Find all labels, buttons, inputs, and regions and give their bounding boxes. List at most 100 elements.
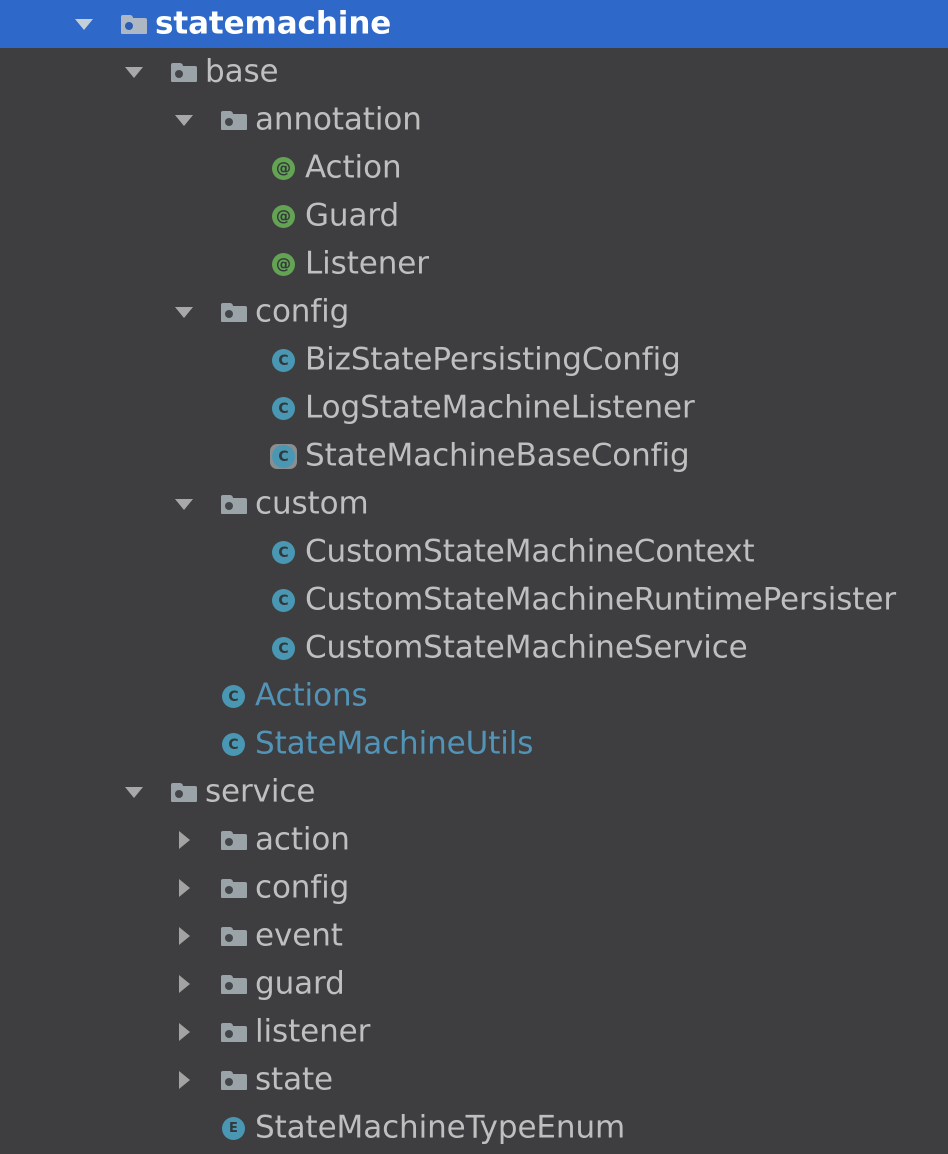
- tree-row[interactable]: listener: [0, 1008, 948, 1056]
- badge-glyph: @: [272, 157, 295, 180]
- folder-tab: [221, 303, 233, 308]
- tree-row-label: StateMachineTypeEnum: [255, 1109, 626, 1146]
- chevron-right-icon[interactable]: [172, 1068, 196, 1092]
- tree-row[interactable]: @ Action: [0, 144, 948, 192]
- badge-glyph: @: [272, 253, 295, 276]
- tree-row[interactable]: @ Listener: [0, 240, 948, 288]
- folder-tab: [221, 111, 233, 116]
- folder-icon: [220, 970, 248, 998]
- tree-row-label: Listener: [305, 245, 429, 282]
- chevron-down-icon[interactable]: [72, 12, 96, 36]
- triangle-shape: [125, 787, 143, 798]
- chevron-down-icon[interactable]: [122, 780, 146, 804]
- class-icon: C: [270, 538, 298, 566]
- badge-glyph: C: [272, 349, 295, 372]
- badge-glyph: @: [272, 205, 295, 228]
- chevron-right-icon[interactable]: [172, 876, 196, 900]
- tree-row[interactable]: event: [0, 912, 948, 960]
- folder-dot: [175, 790, 183, 798]
- folder-icon: [220, 106, 248, 134]
- tree-row[interactable]: config: [0, 288, 948, 336]
- folder-icon: [220, 874, 248, 902]
- badge-glyph: C: [272, 589, 295, 612]
- folder-dot: [225, 982, 233, 990]
- tree-row-label: CustomStateMachineService: [305, 629, 748, 666]
- tree-row[interactable]: action: [0, 816, 948, 864]
- folder-shape: [221, 831, 247, 850]
- tree-row-label: event: [255, 917, 343, 954]
- tree-row[interactable]: base: [0, 48, 948, 96]
- folder-icon: [170, 778, 198, 806]
- chevron-right-icon[interactable]: [172, 1020, 196, 1044]
- triangle-shape: [175, 499, 193, 510]
- folder-dot: [225, 1078, 233, 1086]
- tree-row[interactable]: C StateMachineBaseConfig: [0, 432, 948, 480]
- triangle-shape: [75, 19, 93, 30]
- folder-shape: [221, 1071, 247, 1090]
- tree-row-label: Guard: [305, 197, 400, 234]
- triangle-shape: [179, 975, 190, 993]
- triangle-shape: [179, 927, 190, 945]
- tree-row[interactable]: guard: [0, 960, 948, 1008]
- tree-row[interactable]: state: [0, 1056, 948, 1104]
- tree-row[interactable]: service: [0, 768, 948, 816]
- tree-row[interactable]: custom: [0, 480, 948, 528]
- folder-dot: [225, 502, 233, 510]
- folder-dot: [225, 1030, 233, 1038]
- tree-row[interactable]: annotation: [0, 96, 948, 144]
- chevron-right-icon[interactable]: [172, 972, 196, 996]
- tree-row[interactable]: statemachine: [0, 0, 948, 48]
- enum-icon: E: [220, 1114, 248, 1142]
- folder-tab: [121, 15, 133, 20]
- badge-glyph: C: [272, 445, 295, 468]
- annotation-icon: @: [270, 202, 298, 230]
- annotation-icon: @: [270, 250, 298, 278]
- folder-icon: [120, 10, 148, 38]
- tree-row-label: Action: [305, 149, 402, 186]
- badge-glyph: C: [222, 685, 245, 708]
- folder-dot: [125, 22, 133, 30]
- folder-icon: [220, 490, 248, 518]
- chevron-down-icon[interactable]: [172, 108, 196, 132]
- triangle-shape: [179, 879, 190, 897]
- folder-icon: [220, 1066, 248, 1094]
- folder-icon: [170, 58, 198, 86]
- folder-dot: [225, 886, 233, 894]
- chevron-right-icon[interactable]: [172, 924, 196, 948]
- chevron-down-icon[interactable]: [172, 300, 196, 324]
- folder-shape: [171, 783, 197, 802]
- tree-row-label: statemachine: [155, 5, 392, 42]
- tree-row-label: listener: [255, 1013, 371, 1050]
- folder-dot: [225, 310, 233, 318]
- chevron-down-icon[interactable]: [122, 60, 146, 84]
- folder-tab: [221, 975, 233, 980]
- class-icon: C: [270, 346, 298, 374]
- folder-shape: [221, 879, 247, 898]
- folder-shape: [121, 15, 147, 34]
- folder-dot: [175, 70, 183, 78]
- tree-row-label: config: [255, 293, 350, 330]
- chevron-down-icon[interactable]: [172, 492, 196, 516]
- class-icon: C: [220, 730, 248, 758]
- tree-row[interactable]: config: [0, 864, 948, 912]
- folder-dot: [225, 934, 233, 942]
- chevron-right-icon[interactable]: [172, 828, 196, 852]
- class-icon: C: [220, 682, 248, 710]
- tree-row-label: LogStateMachineListener: [305, 389, 695, 426]
- badge-glyph: C: [222, 733, 245, 756]
- tree-row[interactable]: @ Guard: [0, 192, 948, 240]
- folder-icon: [220, 1018, 248, 1046]
- triangle-shape: [175, 307, 193, 318]
- tree-row-label: StateMachineBaseConfig: [305, 437, 690, 474]
- folder-icon: [220, 922, 248, 950]
- folder-tab: [221, 879, 233, 884]
